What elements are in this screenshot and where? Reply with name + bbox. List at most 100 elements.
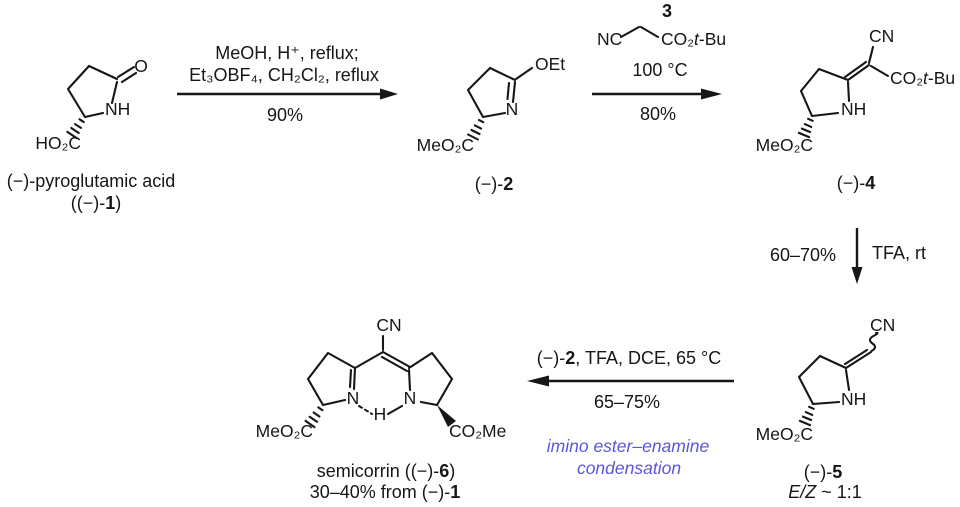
compound-1-pyroglutamic-acid: O NH HO₂C (−)-pyroglutamic acid ((−)-1): [7, 56, 176, 213]
step-2-arrowhead: [701, 88, 722, 100]
compound-6-hydrogen-bond: [358, 405, 373, 415]
step-4-annotation-line-1: imino ester–enamine: [547, 436, 710, 456]
compound-6-right-ring-bonds: [407, 351, 454, 407]
step-4-cond-pre: (−)-: [537, 348, 566, 368]
compound-4-id-number: 4: [865, 173, 875, 193]
reagent-3-bonds: [619, 25, 660, 39]
compound-6-right-ester-label: CO₂Me: [449, 421, 506, 441]
compound-5-ring-bonds: [797, 354, 851, 406]
compound-1-id: ((−)-1): [71, 193, 122, 213]
step-3-conditions: TFA, rt: [872, 243, 926, 263]
compound-6-semicorrin: CN N H N MeO₂C CO₂Me semicorrin ((−)-6) …: [256, 315, 507, 502]
compound-2-id-pre: (−)-: [475, 174, 504, 194]
compound-1-id-pre: ((−)-: [71, 193, 106, 213]
compound-2: OEt N MeO₂C (−)-2: [417, 54, 566, 194]
compound-6-n-right-label: N: [404, 388, 417, 408]
compound-1-nh-label: NH: [105, 99, 130, 119]
reagent-3-nitrile-label: NC: [597, 29, 622, 49]
compound-2-oet-label: OEt: [535, 54, 565, 74]
step-1-yield: 90%: [267, 105, 303, 125]
compound-4-cn-label: CN: [869, 26, 894, 46]
compound-5-id-pre: (−)-: [804, 462, 833, 482]
compound-1-hashed-wedge: [66, 118, 85, 140]
step-3: 60–70% TFA, rt: [770, 228, 926, 284]
step-2-yield: 80%: [640, 104, 676, 124]
compound-5: CN NH MeO₂C (−)-5 E/Z ~ 1:1: [756, 315, 896, 502]
compound-4-nh-label: NH: [841, 99, 866, 119]
compound-2-id-number: 2: [503, 174, 513, 194]
compound-6-hashed-wedge: [304, 406, 324, 429]
compound-5-squiggle-bond: [868, 331, 879, 353]
step-3-yield: 60–70%: [770, 245, 836, 265]
step-2-temperature: 100 °C: [632, 60, 687, 80]
compound-2-hashed-wedge: [467, 118, 485, 141]
compound-6-left-ring-bonds: [306, 351, 357, 407]
compound-5-ester-label: MeO₂C: [756, 424, 813, 444]
compound-2-ester-label: MeO₂C: [417, 135, 474, 155]
compound-1-id-post: ): [115, 193, 121, 213]
compound-6-yield-number: 1: [450, 482, 460, 502]
step-4-arrowhead: [527, 375, 549, 387]
compound-4-tbu-ester-label: CO₂t-Bu: [890, 68, 955, 88]
compound-6-overall-yield: 30–40% from (−)-1: [310, 482, 461, 502]
step-4: (−)-2, TFA, DCE, 65 °C 65–75% imino este…: [527, 348, 734, 478]
compound-1-name: (−)-pyroglutamic acid: [7, 171, 176, 191]
compound-5-ez-post: ~ 1:1: [816, 482, 862, 502]
step-4-cond-number: 2: [565, 348, 575, 368]
compound-2-oet-bond: [514, 66, 534, 81]
compound-6-nh-bond: [386, 404, 404, 416]
compound-6-name-pre: semicorrin ((−)-: [317, 461, 440, 481]
compound-6-left-ester-label: MeO₂C: [256, 421, 313, 441]
compound-6-name-number: 6: [439, 461, 449, 481]
reagent-3-ester-label: CO₂t-Bu: [661, 29, 726, 49]
compound-5-ez-italic: E/Z: [788, 482, 817, 502]
compound-4-ester-post: -Bu: [928, 68, 955, 88]
step-1-conditions-line-2: Et₃OBF₄, CH₂Cl₂, reflux: [189, 65, 379, 85]
compound-4-id: (−)-4: [837, 173, 876, 193]
compound-4-id-pre: (−)-: [837, 173, 866, 193]
step-3-arrowhead: [851, 267, 863, 284]
reagent-3-ester-post: -Bu: [699, 29, 726, 49]
step-1: MeOH, H⁺, reflux; Et₃OBF₄, CH₂Cl₂, reflu…: [177, 43, 398, 125]
reagent-3-number: 3: [662, 1, 672, 21]
compound-5-hashed-wedge: [798, 405, 815, 427]
compound-4-me-ester-label: MeO₂C: [756, 135, 813, 155]
compound-5-cn-label: CN: [870, 315, 895, 335]
compound-5-id-number: 5: [832, 462, 842, 482]
compound-6-solid-wedge: [437, 405, 456, 427]
compound-4-substituent-bonds: [867, 45, 890, 78]
compound-1-acid-label: HO₂C: [35, 133, 81, 153]
compound-6-bridge-bonds: [353, 334, 412, 373]
compound-1-carbonyl-double-bond: [116, 65, 138, 84]
compound-2-ring-bonds: [466, 66, 517, 119]
compound-4-ester-pre: CO₂: [890, 68, 923, 88]
compound-1-id-number: 1: [105, 193, 115, 213]
compound-5-exocyclic-double-bond: [843, 348, 873, 370]
compound-4-hashed-wedge: [797, 117, 814, 139]
compound-2-n-label: N: [506, 99, 519, 119]
compound-5-id: (−)-5: [804, 462, 843, 482]
compound-4-ester-tert: t: [923, 68, 929, 88]
compound-1-o-label: O: [134, 56, 148, 76]
compound-6-h-label: H: [374, 404, 387, 424]
compound-6-name-post: ): [449, 461, 455, 481]
compound-2-id: (−)-2: [475, 174, 514, 194]
compound-6-n-left-label: N: [347, 388, 360, 408]
step-2: 3 NC CO₂t-Bu 100 °C 80%: [592, 1, 726, 124]
compound-6-name: semicorrin ((−)-6): [317, 461, 456, 481]
compound-6-cn-label: CN: [376, 315, 401, 335]
compound-4-exocyclic-double-bond: [843, 60, 871, 82]
compound-4-ring-bonds: [799, 67, 851, 118]
step-1-arrowhead: [380, 88, 398, 100]
step-1-conditions-line-1: MeOH, H⁺, reflux;: [215, 43, 359, 63]
step-4-annotation-line-2: condensation: [577, 458, 681, 478]
reagent-3-ester-tert: t: [694, 29, 700, 49]
step-4-cond-post: , TFA, DCE, 65 °C: [575, 348, 721, 368]
compound-5-nh-label: NH: [841, 389, 866, 409]
compound-5-ez-ratio: E/Z ~ 1:1: [788, 482, 862, 502]
reagent-3-ester-pre: CO₂: [661, 29, 694, 49]
compound-1-ring-bonds: [66, 64, 119, 119]
compound-4: CN CO₂t-Bu NH MeO₂C (−)-4: [756, 26, 956, 193]
